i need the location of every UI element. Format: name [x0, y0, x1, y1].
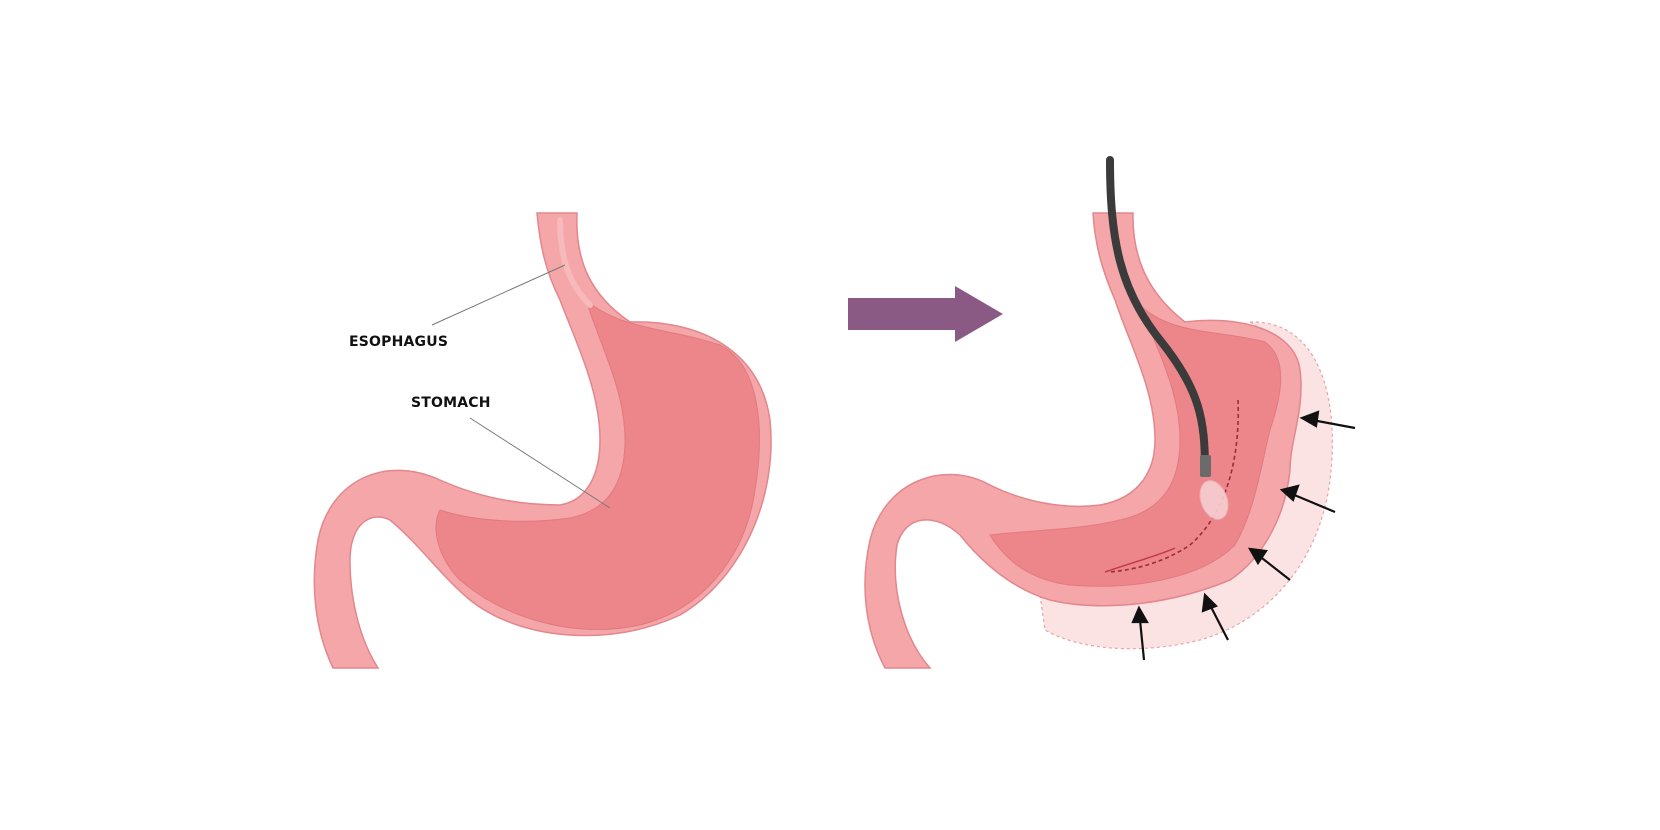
stomach-label: STOMACH — [411, 395, 491, 411]
esophagus-leader — [431, 264, 566, 326]
esophagus-label: ESOPHAGUS — [349, 334, 449, 350]
sleeve-stomach — [864, 156, 1356, 669]
normal-stomach — [313, 212, 772, 669]
stomach-inner — [435, 298, 760, 630]
suture-line — [1109, 399, 1240, 573]
transition-arrow — [848, 286, 1003, 342]
sleeve-inner — [989, 304, 1282, 587]
endoscope-tip — [1199, 480, 1229, 520]
compression-arrows — [1131, 410, 1356, 661]
stomach-leader — [469, 417, 611, 509]
endoscope — [1106, 156, 1209, 474]
